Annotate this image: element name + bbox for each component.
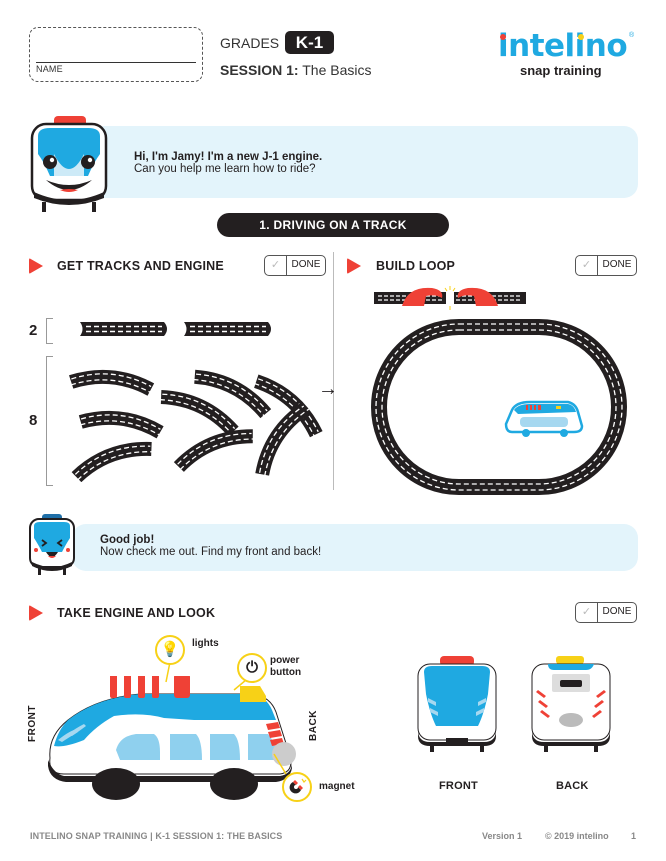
- session-title: SESSION 1: The Basics: [220, 62, 371, 78]
- name-label: NAME: [36, 64, 63, 74]
- straight-bracket: [46, 318, 53, 344]
- good-job-speech-bubble: [72, 524, 638, 571]
- magnet-icon: [282, 772, 312, 802]
- snap-tracks-hands-icon: [374, 286, 526, 310]
- intro-bubble-content: Hi, I'm Jamy! I'm a new J-1 engine. Can …: [134, 151, 322, 175]
- logo-dot-yellow: [578, 34, 584, 40]
- callout-lines: [165, 661, 287, 775]
- session-name: The Basics: [302, 62, 372, 78]
- play-triangle-icon: [347, 258, 361, 274]
- done-checkbox-step2[interactable]: ✓ DONE: [575, 255, 637, 276]
- lights-callout-label: lights: [192, 638, 219, 649]
- registered-mark: ®: [629, 32, 635, 39]
- straight-tracks-icon: [80, 322, 271, 336]
- checkmark-icon: ✓: [576, 256, 598, 275]
- name-underline: [36, 62, 196, 63]
- curved-tracks-icon: [64, 356, 324, 482]
- front-view-label: FRONT: [439, 780, 478, 792]
- power-icon: ⏻: [237, 653, 267, 683]
- jamy-mascot-icon: [30, 116, 108, 212]
- step-title-take-engine: TAKE ENGINE AND LOOK: [57, 606, 216, 620]
- curved-track-count: 8: [29, 412, 38, 429]
- power-label-line2: button: [270, 667, 302, 678]
- logo-dot-red: [500, 34, 506, 40]
- front-side-label: FRONT: [26, 705, 38, 742]
- grades-label: GRADES: [220, 35, 280, 51]
- footer-title: INTELINO SNAP TRAINING | K-1 SESSION 1: …: [30, 831, 283, 841]
- section-banner: 1. DRIVING ON A TRACK: [217, 213, 449, 237]
- engine-front-view-icon: [417, 656, 497, 752]
- back-view-label: BACK: [556, 780, 589, 792]
- intro-speech-bubble: [90, 126, 638, 198]
- intro-bubble-title: Hi, I'm Jamy! I'm a new J-1 engine.: [134, 151, 323, 163]
- curved-bracket: [46, 356, 53, 486]
- lightbulb-icon: 💡: [155, 635, 185, 665]
- grade-badge: K-1: [285, 31, 334, 54]
- checkmark-icon: ✓: [265, 256, 287, 275]
- checkmark-icon: ✓: [576, 603, 598, 622]
- intelino-logo: intelino: [498, 28, 628, 64]
- engine-side-view-icon: [48, 676, 296, 800]
- power-button-callout-label: power button: [270, 655, 301, 679]
- good-job-text: Now check me out. Find my front and back…: [100, 546, 322, 558]
- magnet-callout-label: magnet: [319, 781, 355, 792]
- good-job-title: Good job!: [100, 534, 155, 546]
- play-triangle-icon: [29, 605, 43, 621]
- intro-bubble-text: Can you help me learn how to ride?: [134, 163, 316, 175]
- done-label: DONE: [602, 259, 632, 270]
- footer-page-number: 1: [631, 831, 637, 841]
- play-triangle-icon: [29, 258, 43, 274]
- power-label-line1: power: [270, 655, 300, 666]
- jamy-mascot-wink-icon: [29, 514, 75, 575]
- session-prefix: SESSION 1:: [220, 62, 299, 78]
- done-checkbox-step3[interactable]: ✓ DONE: [575, 602, 637, 623]
- name-field[interactable]: [29, 27, 203, 82]
- engine-back-view-icon: [531, 656, 611, 752]
- straight-track-count: 2: [29, 322, 38, 339]
- track-loop-icon: [371, 319, 627, 495]
- column-divider: [333, 252, 334, 490]
- logo-subtitle: snap training: [520, 63, 602, 78]
- step-title-build-loop: BUILD LOOP: [376, 259, 456, 273]
- good-job-content: Good job! Now check me out. Find my fron…: [100, 534, 321, 558]
- footer-copyright: © 2019 intelino: [545, 831, 609, 841]
- done-label: DONE: [602, 606, 632, 617]
- done-label: DONE: [291, 259, 321, 270]
- done-checkbox-step1[interactable]: ✓ DONE: [264, 255, 326, 276]
- footer-version: Version 1: [482, 831, 523, 841]
- step-title-get-tracks: GET TRACKS AND ENGINE: [57, 259, 224, 273]
- arrow-right-icon: →: [318, 378, 338, 400]
